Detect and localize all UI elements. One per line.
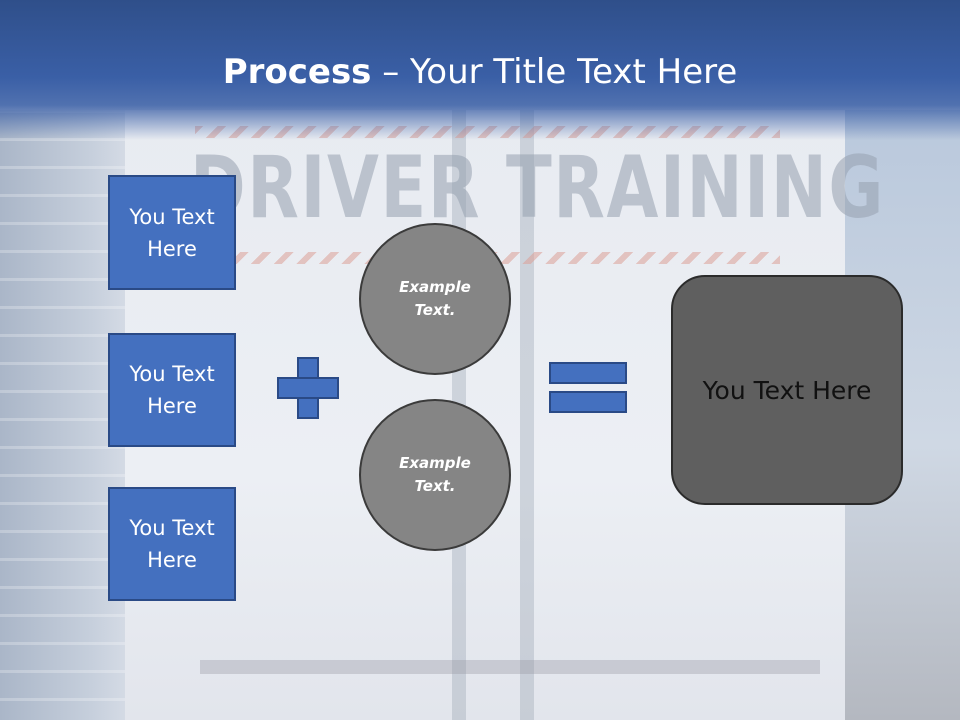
input-box-3[interactable]: You Text Here xyxy=(108,487,236,601)
slide-title[interactable]: Process – Your Title Text Here xyxy=(0,52,960,92)
background-sign-text: DRIVER TRAINING xyxy=(190,138,886,238)
slide-title-rest: – Your Title Text Here xyxy=(371,52,738,92)
circle-label: Example Text. xyxy=(399,454,471,495)
input-box-label: You Text Here xyxy=(129,362,215,418)
input-box-2[interactable]: You Text Here xyxy=(108,333,236,447)
plus-icon-center xyxy=(299,379,317,397)
result-label: You Text Here xyxy=(702,375,872,405)
input-box-label: You Text Here xyxy=(129,204,215,261)
title-banner xyxy=(0,0,960,140)
input-box-1[interactable]: You Text Here xyxy=(108,175,236,290)
circle-label: Example Text. xyxy=(399,278,471,319)
equals-icon-top-bar xyxy=(549,362,627,384)
example-circle-1[interactable]: Example Text. xyxy=(359,223,511,375)
slide-title-bold: Process xyxy=(222,52,372,92)
example-circle-2[interactable]: Example Text. xyxy=(359,399,511,551)
input-box-label: You Text Here xyxy=(129,516,215,572)
background-bumper xyxy=(200,660,820,674)
result-box[interactable]: You Text Here xyxy=(671,275,903,505)
background-trailer-siding xyxy=(0,110,125,720)
equals-icon-bottom-bar xyxy=(549,391,627,413)
